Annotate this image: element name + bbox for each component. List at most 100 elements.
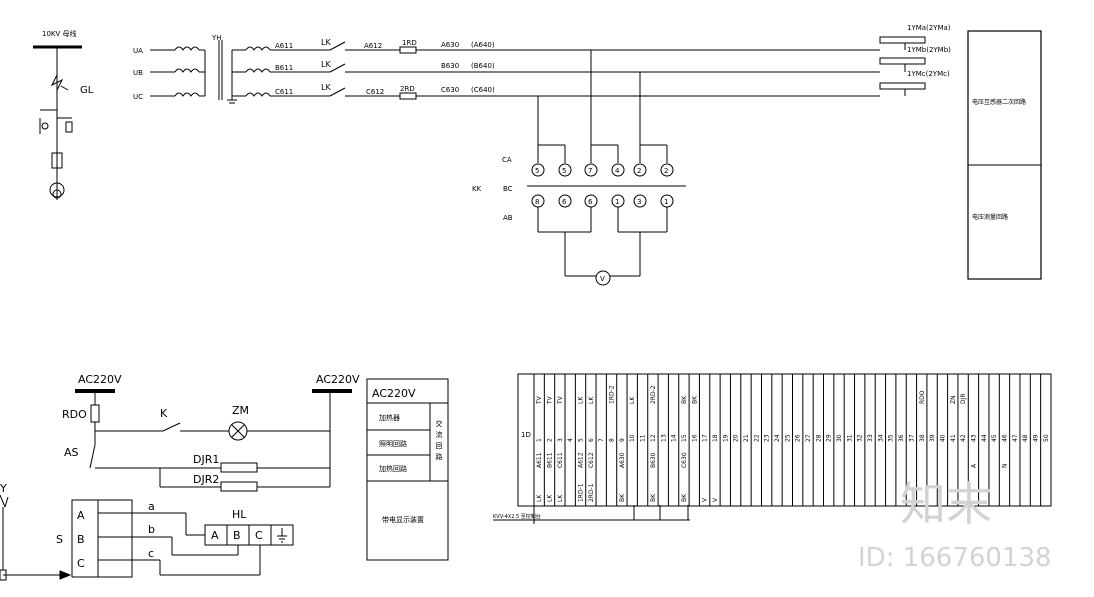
strip-number: 34 xyxy=(877,434,884,442)
strip-top-label: RDO xyxy=(919,390,926,404)
strip-number: 7 xyxy=(598,438,605,442)
strip-number: 6 xyxy=(588,438,595,442)
control-circuit xyxy=(0,389,352,581)
strip-number: 14 xyxy=(671,434,678,442)
right-box-bottom-label: 电压测量回路 xyxy=(972,213,1008,221)
lk-label-a: LK xyxy=(321,38,331,47)
legend-side: 交流回路 xyxy=(435,419,443,464)
zm-label: ZM xyxy=(232,404,249,417)
strip-number: 43 xyxy=(970,434,977,442)
strip-top-label: 1RD-2 xyxy=(609,385,616,404)
strip-top-label: LK xyxy=(588,396,595,404)
a630-label: A630 xyxy=(441,41,459,49)
strip-number: 12 xyxy=(650,434,657,442)
strip-number: 50 xyxy=(1043,434,1050,442)
strip-number: 1 xyxy=(536,438,543,442)
pt-circuit xyxy=(150,36,926,163)
ac-left-label: AC220V xyxy=(78,373,122,386)
strip-number: 15 xyxy=(681,434,688,442)
strip-number: 44 xyxy=(981,434,988,442)
strip-bottom-label: 1RD-1 xyxy=(578,483,585,502)
ca-num-1: 5 xyxy=(535,167,539,175)
strip-wire: B611 xyxy=(547,452,554,468)
terminal-strip-lines xyxy=(493,373,1052,524)
ab-num-5: 3 xyxy=(637,198,641,206)
strip-number: 27 xyxy=(805,434,812,442)
lk-label-c: LK xyxy=(321,83,331,92)
strip-number: 48 xyxy=(1022,434,1029,442)
hl-terminal-a: A xyxy=(211,529,219,542)
strip-number: 47 xyxy=(1012,434,1019,442)
b630-label: B630 xyxy=(441,62,459,70)
right-box xyxy=(967,30,1042,280)
b611-label: B611 xyxy=(275,64,293,72)
strip-number: 11 xyxy=(640,434,647,442)
strip-top-label: DJR xyxy=(960,393,967,404)
ca-num-2: 5 xyxy=(562,167,566,175)
strip-bottom-label: 2RD-1 xyxy=(588,483,595,502)
strip-top-label: TV xyxy=(547,395,554,405)
as-label: AS xyxy=(64,446,79,459)
strip-number: 13 xyxy=(660,434,667,442)
strip-wire: B630 xyxy=(650,452,657,468)
s-a-label: A xyxy=(77,509,85,522)
watermark: 知末 ID: 166760138 xyxy=(858,477,1052,573)
legend-row-1: 加热器 xyxy=(379,413,400,422)
a640-label: (A640) xyxy=(471,41,495,49)
hl-label: HL xyxy=(232,508,247,521)
strip-wire: A630 xyxy=(619,452,626,468)
strip-number: 26 xyxy=(795,434,802,442)
ab-num-3: 6 xyxy=(588,198,593,206)
strip-number: 40 xyxy=(939,434,946,442)
strip-wire: C611 xyxy=(557,452,564,468)
strip-number: 18 xyxy=(712,434,719,442)
lamp-zm xyxy=(228,421,248,441)
strip-number: 19 xyxy=(722,434,729,442)
ac-right-label: AC220V xyxy=(316,373,360,386)
strip-wire: C612 xyxy=(588,452,595,468)
strip-number: 32 xyxy=(857,434,864,442)
legend-row-3: 加热回路 xyxy=(379,464,407,473)
strip-top-label: ZN xyxy=(950,395,957,404)
strip-bottom-label: BK xyxy=(619,493,626,502)
strip-top-label: BK xyxy=(691,395,698,404)
hl-terminal-b: B xyxy=(233,529,241,542)
c640-label: (C640) xyxy=(471,86,495,94)
strip-top-label: LK xyxy=(578,396,585,404)
ab-num-6: 1 xyxy=(664,198,668,206)
watermark-brand: 知末 xyxy=(900,477,992,531)
bc-label: BC xyxy=(503,185,513,193)
strip-id: 1D xyxy=(521,431,531,439)
strip-number: 16 xyxy=(691,434,698,442)
strip-number: 46 xyxy=(1001,434,1008,442)
legend-header: AC220V xyxy=(372,387,416,400)
strip-number: 20 xyxy=(733,434,740,442)
c612-label: C612 xyxy=(366,88,384,96)
strip-wire: A611 xyxy=(536,452,543,468)
legend-bottom: 带电显示装置 xyxy=(382,515,424,524)
strip-bottom-label: BK xyxy=(650,493,657,502)
strip-bottom-label: V xyxy=(712,497,719,502)
ab-label: AB xyxy=(503,214,513,222)
right-box-top-label: 电压互感器二次回路 xyxy=(972,98,1026,106)
a612-label: A612 xyxy=(364,42,382,50)
k-label: K xyxy=(160,407,168,420)
s-c-label: C xyxy=(77,557,85,570)
wire-b-label: b xyxy=(148,523,155,536)
strip-number: 3 xyxy=(557,438,564,442)
strip-number: 8 xyxy=(609,438,616,442)
strip-number: 9 xyxy=(619,438,626,442)
strip-top-label: TV xyxy=(536,395,543,405)
kk-label: KK xyxy=(472,185,482,193)
strip-wire: N xyxy=(1001,464,1008,469)
ua-label: UA xyxy=(133,47,143,55)
ab-num-2: 6 xyxy=(562,198,567,206)
strip-top-label: BK xyxy=(681,395,688,404)
strip-wire: A xyxy=(970,463,977,468)
terminal-strip: 1DTV1A611LKTV2B611LKTV3C611LK4LK5A6121RD… xyxy=(521,385,1050,502)
strip-number: 25 xyxy=(784,434,791,442)
djr1-label: DJR1 xyxy=(193,453,219,466)
s-label: S xyxy=(56,533,63,546)
strip-number: 21 xyxy=(743,434,750,442)
strip-number: 2 xyxy=(547,438,554,442)
